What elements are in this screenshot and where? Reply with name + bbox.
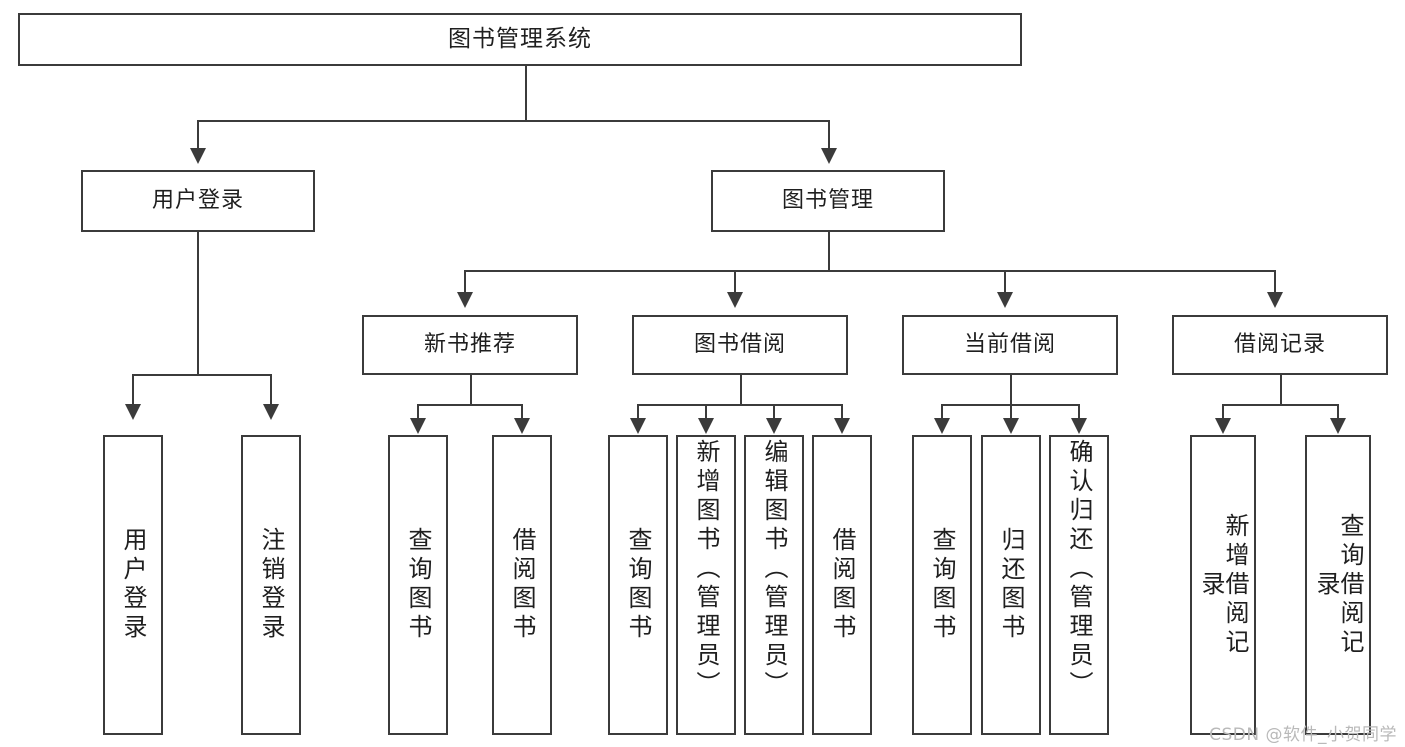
leaf-label: 归还图书: [997, 527, 1025, 643]
connector-borrow-record-stem: [1280, 375, 1282, 405]
connector-new-book-right: [521, 404, 523, 420]
leaf-label: 注销登录: [257, 527, 285, 643]
connector-user-login-stem: [197, 232, 199, 375]
arrowhead-user-login: [190, 148, 206, 164]
connector-bm-to-new-book: [464, 270, 466, 294]
leaf-bb-query-book[interactable]: 查询图书: [608, 435, 668, 735]
leaf-cb-query-book[interactable]: 查询图书: [912, 435, 972, 735]
arrowhead-nb-borrow-book: [514, 418, 530, 434]
connector-book-management-stem: [828, 232, 830, 271]
connector-bb-2: [705, 404, 707, 420]
arrowhead-cb-query-book: [934, 418, 950, 434]
arrowhead-bb-borrow-book: [834, 418, 850, 434]
leaf-logout[interactable]: 注销登录: [241, 435, 301, 735]
connector-current-borrow-stem: [1010, 375, 1012, 405]
arrowhead-cb-return-book: [1003, 418, 1019, 434]
arrowhead-cb-confirm-return: [1071, 418, 1087, 434]
connector-bb-4: [841, 404, 843, 420]
leaf-bb-add-book[interactable]: 新增图书（管理员）: [676, 435, 736, 735]
arrowhead-leaf-logout: [263, 404, 279, 420]
arrowhead-leaf-user-login: [125, 404, 141, 420]
leaf-cb-return-book[interactable]: 归还图书: [981, 435, 1041, 735]
connector-book-management-bus: [464, 270, 1276, 272]
leaf-br-query-record[interactable]: 查询借阅记录: [1305, 435, 1371, 735]
connector-root-stem: [525, 66, 527, 121]
arrowhead-new-book-recommend: [457, 292, 473, 308]
node-label: 新书推荐: [423, 332, 516, 358]
connector-cb-1: [941, 404, 943, 420]
node-label: 当前借阅: [963, 332, 1056, 358]
arrowhead-br-query-record: [1330, 418, 1346, 434]
node-book-management[interactable]: 图书管理: [711, 170, 945, 232]
leaf-label: 新增图书（管理员）: [692, 439, 720, 700]
node-user-login[interactable]: 用户登录: [81, 170, 315, 232]
connector-new-book-bus: [417, 404, 523, 406]
connector-root-bus: [197, 120, 829, 122]
connector-user-login-right: [270, 374, 272, 406]
arrowhead-book-management: [821, 148, 837, 164]
connector-bm-to-borrow: [734, 270, 736, 294]
connector-br-left: [1222, 404, 1224, 420]
arrowhead-current-borrow: [997, 292, 1013, 308]
node-label: 图书借阅: [693, 332, 786, 358]
leaf-user-login[interactable]: 用户登录: [103, 435, 163, 735]
connector-bb-3: [773, 404, 775, 420]
connector-br-right: [1337, 404, 1339, 420]
arrowhead-bb-edit-book: [766, 418, 782, 434]
leaf-cb-confirm-return[interactable]: 确认归还（管理员）: [1049, 435, 1109, 735]
leaf-label: 编辑图书（管理员）: [760, 439, 788, 700]
node-label: 用户登录: [151, 188, 244, 214]
connector-bm-to-record: [1274, 270, 1276, 294]
node-current-borrow[interactable]: 当前借阅: [902, 315, 1118, 375]
connector-book-borrow-stem: [740, 375, 742, 405]
leaf-label: 查询图书: [928, 527, 956, 643]
leaf-label: 用户登录: [119, 527, 147, 643]
leaf-br-add-record[interactable]: 新增借阅记录: [1190, 435, 1256, 735]
connector-new-book-stem: [470, 375, 472, 405]
leaf-label: 确认归还（管理员）: [1065, 439, 1093, 700]
node-label: 借阅记录: [1233, 332, 1326, 358]
leaf-label: 新增借阅记录: [1197, 512, 1249, 658]
node-book-borrow[interactable]: 图书借阅: [632, 315, 848, 375]
node-book-management-system[interactable]: 图书管理系统: [18, 13, 1022, 66]
connector-root-to-user-login: [197, 120, 199, 150]
leaf-bb-edit-book[interactable]: 编辑图书（管理员）: [744, 435, 804, 735]
node-label: 图书管理: [781, 188, 874, 214]
node-new-book-recommend[interactable]: 新书推荐: [362, 315, 578, 375]
connector-root-to-book-management: [828, 120, 830, 150]
connector-cb-3: [1078, 404, 1080, 420]
connector-new-book-left: [417, 404, 419, 420]
connector-user-login-left: [132, 374, 134, 406]
leaf-label: 查询图书: [404, 527, 432, 643]
arrowhead-borrow-record: [1267, 292, 1283, 308]
arrowhead-br-add-record: [1215, 418, 1231, 434]
node-label: 图书管理系统: [448, 26, 592, 53]
connector-bm-to-current: [1004, 270, 1006, 294]
leaf-label: 查询借阅记录: [1312, 512, 1364, 658]
leaf-label: 借阅图书: [508, 527, 536, 643]
arrowhead-nb-query-book: [410, 418, 426, 434]
node-borrow-record[interactable]: 借阅记录: [1172, 315, 1388, 375]
connector-bb-1: [637, 404, 639, 420]
arrowhead-bb-query-book: [630, 418, 646, 434]
connector-user-login-bus: [132, 374, 272, 376]
connector-cb-2: [1010, 404, 1012, 420]
leaf-label: 查询图书: [624, 527, 652, 643]
leaf-label: 借阅图书: [828, 527, 856, 643]
connector-borrow-record-bus: [1222, 404, 1339, 406]
leaf-bb-borrow-book[interactable]: 借阅图书: [812, 435, 872, 735]
arrowhead-book-borrow: [727, 292, 743, 308]
leaf-nb-query-book[interactable]: 查询图书: [388, 435, 448, 735]
arrowhead-bb-add-book: [698, 418, 714, 434]
connector-book-borrow-bus: [637, 404, 843, 406]
leaf-nb-borrow-book[interactable]: 借阅图书: [492, 435, 552, 735]
